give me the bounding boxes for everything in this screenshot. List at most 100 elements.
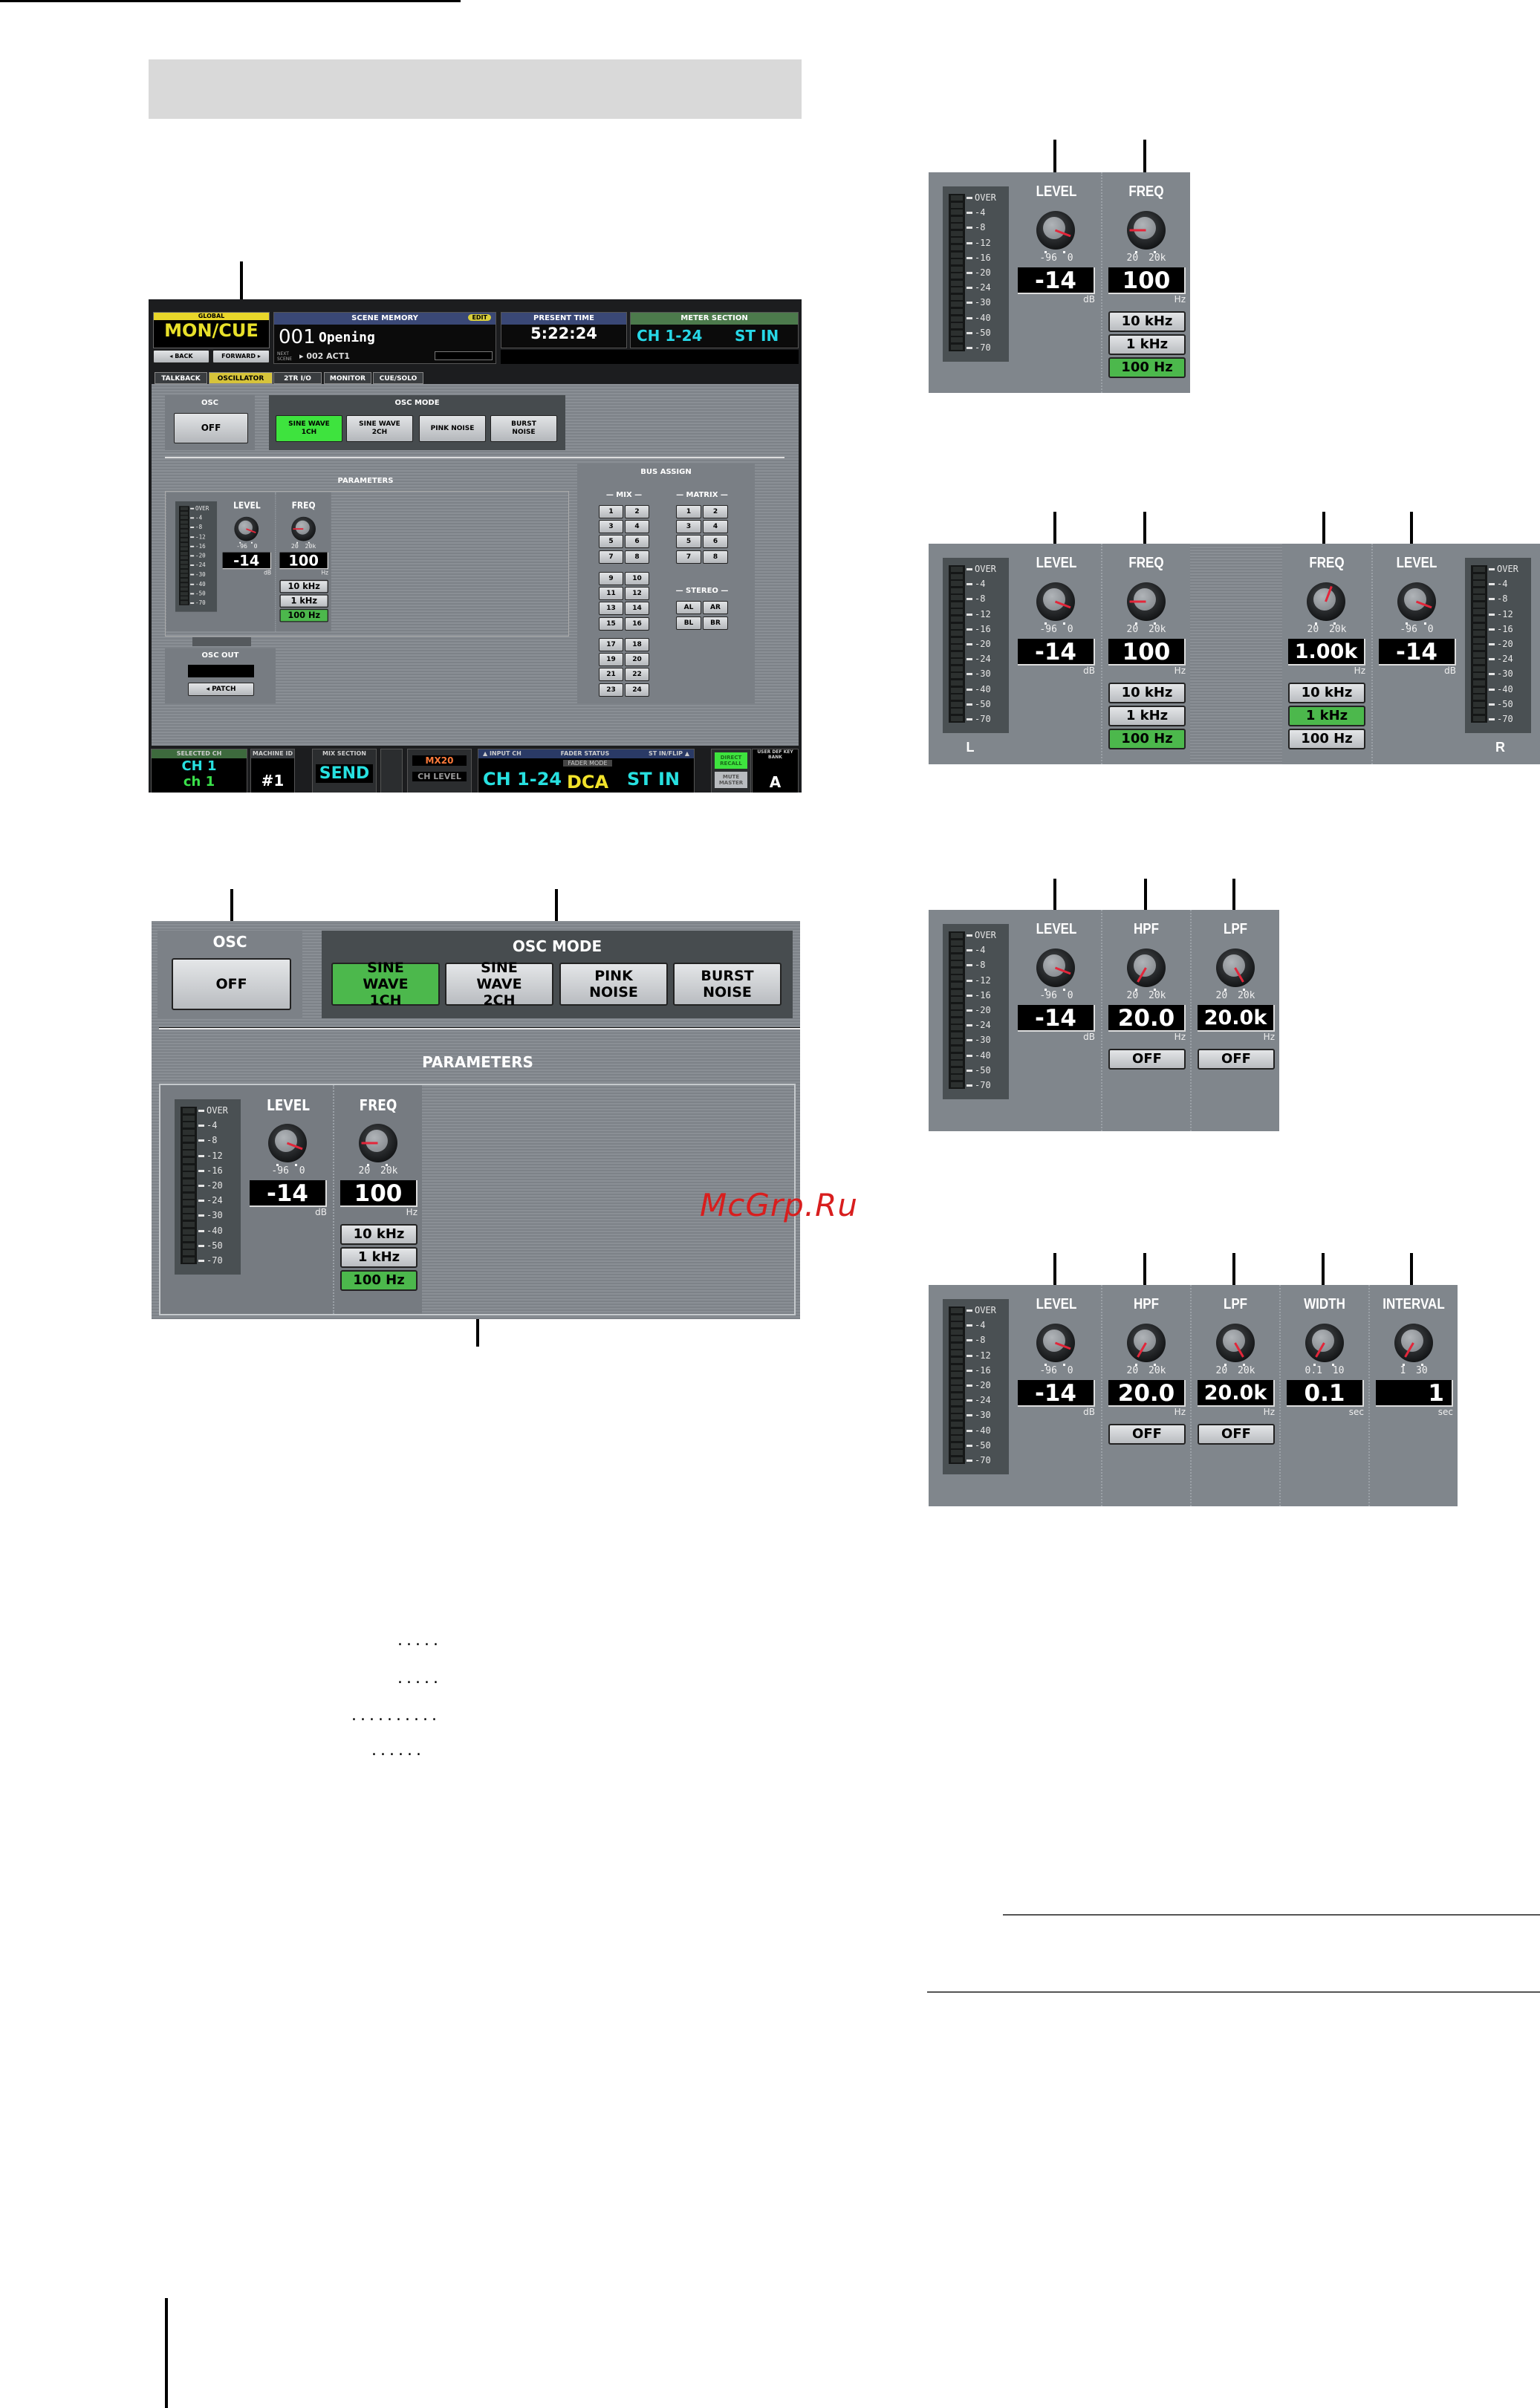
scene-memory-box[interactable]: SCENE MEMORY EDIT 001 Opening NEXT SCENE…	[273, 312, 496, 364]
preset-button[interactable]: 100 Hz	[340, 1270, 418, 1291]
fader-status-section[interactable]: ▲ INPUT CH FADER STATUS ST IN/FLIP ▲ CH …	[478, 749, 695, 793]
mix-bus-button[interactable]: 20	[625, 653, 649, 666]
hpf-value[interactable]: 20.0	[1108, 1380, 1186, 1407]
preset-button[interactable]: 10 kHz	[1288, 683, 1365, 703]
matrix-bus-button[interactable]: 3	[676, 520, 701, 533]
mix-bus-button[interactable]: 4	[625, 520, 649, 533]
mix-bus-button[interactable]: 10	[625, 572, 649, 585]
tab-monitor[interactable]: MONITOR	[324, 372, 371, 384]
mix-bus-button[interactable]: 21	[599, 668, 623, 681]
matrix-bus-button[interactable]: 4	[703, 520, 728, 533]
mix-bus-button[interactable]: 9	[599, 572, 623, 585]
mx-level-section[interactable]: MX20 CH LEVEL	[407, 749, 472, 793]
freq-value[interactable]: 100	[1108, 639, 1186, 666]
width-value[interactable]: 0.1	[1287, 1380, 1364, 1407]
level-value[interactable]: -14	[250, 1180, 327, 1207]
meter-st-button[interactable]: ST IN	[735, 327, 779, 345]
interval-knob[interactable]	[1394, 1324, 1433, 1362]
lpf-value[interactable]: 20.0k	[1198, 1380, 1275, 1407]
preset-button[interactable]: 1 kHz	[279, 594, 328, 608]
hpf-knob[interactable]	[1127, 1324, 1166, 1362]
mix-bus-button[interactable]: 14	[625, 602, 649, 615]
freq-value[interactable]: 1.00k	[1288, 639, 1365, 666]
osc-mode-pink-noise[interactable]: PINK NOISE	[559, 963, 668, 1006]
freq-knob[interactable]	[291, 516, 316, 541]
mix-bus-button[interactable]: 2	[625, 505, 649, 518]
tab-cue-solo[interactable]: CUE/SOLO	[373, 372, 423, 384]
osc-mode-pink-noise[interactable]: PINK NOISE	[419, 415, 486, 442]
preset-button[interactable]: 100 Hz	[1108, 729, 1186, 749]
preset-button[interactable]: OFF	[1108, 1049, 1186, 1070]
mix-bus-button[interactable]: 3	[599, 520, 623, 533]
lpf-knob[interactable]	[1216, 948, 1255, 987]
preset-button[interactable]: 100 Hz	[1108, 357, 1186, 378]
width-knob[interactable]	[1305, 1324, 1344, 1362]
mon-cue-display[interactable]: MON/CUE	[164, 320, 259, 341]
mix-bus-button[interactable]: 22	[625, 668, 649, 681]
meter-ch-button[interactable]: CH 1-24	[637, 327, 703, 345]
freq-knob[interactable]	[1127, 211, 1166, 250]
lpf-value[interactable]: 20.0k	[1198, 1005, 1275, 1032]
level-value[interactable]: -14	[1379, 639, 1456, 666]
matrix-bus-button[interactable]: 2	[703, 505, 728, 518]
level-knob[interactable]	[1397, 582, 1436, 621]
osc-mode-burst-noise[interactable]: BURST NOISE	[490, 415, 557, 442]
osc-mode-burst-noise[interactable]: BURST NOISE	[673, 963, 782, 1006]
level-value[interactable]: -14	[1018, 1005, 1095, 1032]
preset-button[interactable]: 1 kHz	[1108, 334, 1186, 355]
freq-value[interactable]: 100	[340, 1180, 418, 1207]
level-knob[interactable]	[1036, 211, 1075, 250]
preset-button[interactable]: 1 kHz	[340, 1247, 418, 1268]
matrix-bus-button[interactable]: 5	[676, 535, 701, 548]
stereo-bus-button[interactable]: BR	[703, 616, 728, 630]
dca-display[interactable]: DCA	[566, 772, 609, 793]
mute-master-button[interactable]: MUTE MASTER	[715, 772, 747, 788]
preset-button[interactable]: 10 kHz	[340, 1224, 418, 1245]
tab-talkback[interactable]: TALKBACK	[155, 372, 207, 384]
hpf-knob[interactable]	[1127, 948, 1166, 987]
mix-section[interactable]: MIX SECTION SEND	[312, 749, 377, 793]
freq-value[interactable]: 100	[279, 552, 328, 570]
preset-button[interactable]: 10 kHz	[279, 579, 328, 593]
matrix-bus-button[interactable]: 1	[676, 505, 701, 518]
osc-mode-sine-wave-1ch[interactable]: SINE WAVE 1CH	[276, 415, 342, 442]
mix-bus-button[interactable]: 16	[625, 617, 649, 631]
mix-bus-button[interactable]: 15	[599, 617, 623, 631]
mix-knob-section[interactable]	[380, 749, 403, 793]
mix-bus-button[interactable]: 1	[599, 505, 623, 518]
user-def-section[interactable]: USER DEF KEY BANK A	[752, 749, 799, 793]
osc-mode-sine-wave-1ch[interactable]: SINE WAVE 1CH	[331, 960, 440, 1009]
patch-button[interactable]: ◂ PATCH	[188, 683, 254, 696]
mix-bus-button[interactable]: 5	[599, 535, 623, 548]
mix-bus-button[interactable]: 7	[599, 550, 623, 564]
preset-button[interactable]: 10 kHz	[1108, 311, 1186, 332]
freq-value[interactable]: 100	[1108, 267, 1186, 294]
direct-recall-button[interactable]: DIRECT RECALL	[715, 752, 747, 769]
freq-knob[interactable]	[1307, 582, 1345, 621]
level-value[interactable]: -14	[1018, 267, 1095, 294]
preset-button[interactable]: OFF	[1108, 1424, 1186, 1445]
mix-bus-button[interactable]: 11	[599, 587, 623, 600]
matrix-bus-button[interactable]: 6	[703, 535, 728, 548]
back-button[interactable]: ◂ BACK	[153, 350, 209, 363]
mix-bus-button[interactable]: 24	[625, 683, 649, 697]
level-value[interactable]: -14	[222, 552, 272, 570]
osc-mode-sine-wave-2ch[interactable]: SINE WAVE 2CH	[445, 960, 553, 1009]
preset-button[interactable]: 100 Hz	[1288, 729, 1365, 749]
osc-on-off-button[interactable]: OFF	[174, 413, 248, 443]
level-knob[interactable]	[1036, 582, 1075, 621]
stereo-bus-button[interactable]: BL	[676, 616, 701, 630]
forward-button[interactable]: FORWARD ▸	[212, 350, 270, 363]
level-knob[interactable]	[1036, 1324, 1075, 1362]
preset-button[interactable]: OFF	[1198, 1424, 1275, 1445]
preset-button[interactable]: 1 kHz	[1108, 706, 1186, 726]
osc-mode-sine-wave-2ch[interactable]: SINE WAVE 2CH	[346, 415, 413, 442]
tab-oscillator[interactable]: OSCILLATOR	[209, 372, 273, 384]
mix-bus-button[interactable]: 17	[599, 638, 623, 651]
level-knob[interactable]	[268, 1124, 307, 1162]
hpf-value[interactable]: 20.0	[1108, 1005, 1186, 1032]
osc-on-off-button[interactable]: OFF	[172, 958, 291, 1010]
level-knob[interactable]	[1036, 948, 1075, 987]
interval-value[interactable]: 1	[1376, 1380, 1453, 1407]
stereo-bus-button[interactable]: AL	[676, 601, 701, 614]
